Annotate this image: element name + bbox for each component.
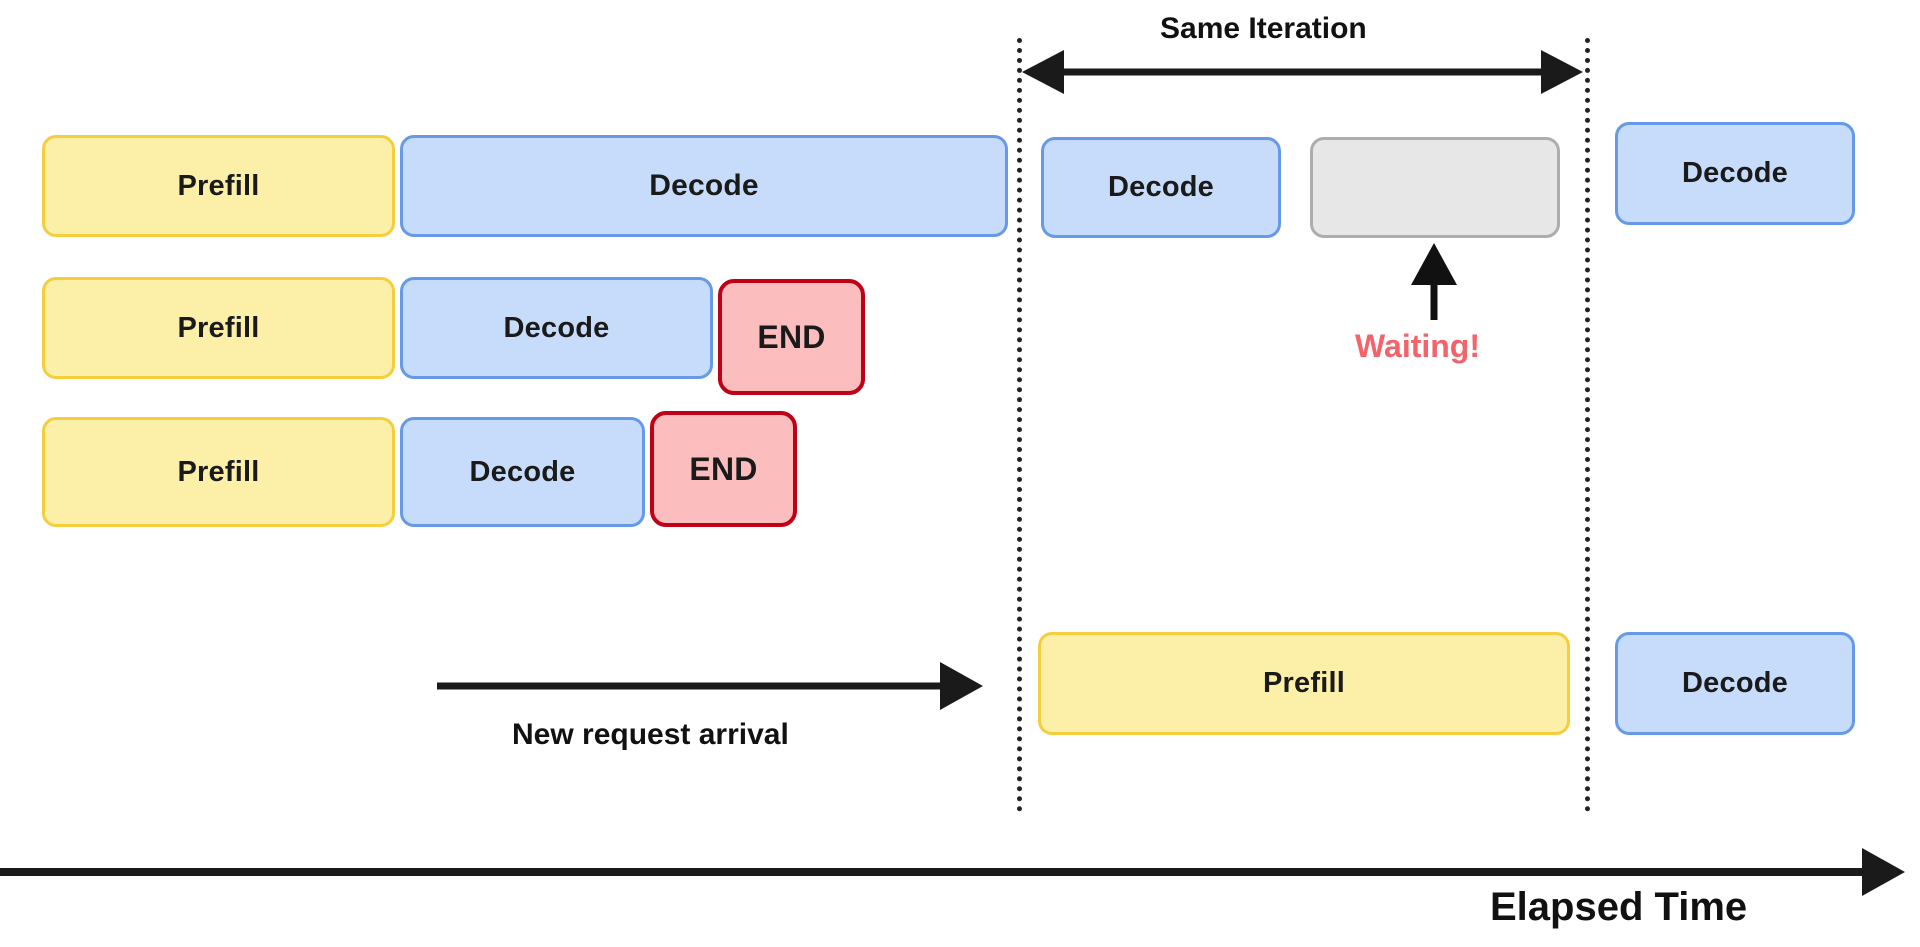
block-end-row2: END <box>718 279 865 395</box>
block-label: END <box>689 450 758 487</box>
new-request-arrival-arrow <box>437 662 983 710</box>
block-label: Decode <box>1682 667 1788 699</box>
block-end-row3: END <box>650 411 797 527</box>
block-label: Decode <box>503 311 610 344</box>
elapsed-time-label: Elapsed Time <box>1490 885 1748 929</box>
block-decode-row1-c: Decode <box>1615 122 1855 225</box>
block-decode-row1-a: Decode <box>400 135 1008 237</box>
block-label: END <box>757 318 826 355</box>
block-label: Prefill <box>177 169 260 202</box>
waiting-callout-arrow <box>1411 243 1457 320</box>
block-prefill-row2: Prefill <box>42 277 395 379</box>
same-iteration-arrow <box>1022 50 1583 94</box>
block-label: Prefill <box>1263 667 1345 699</box>
block-decode-row3: Decode <box>400 417 645 527</box>
iteration-end-dotted-line <box>1585 38 1590 812</box>
same-iteration-label: Same Iteration <box>1160 12 1367 45</box>
block-decode-row1-b: Decode <box>1041 137 1281 238</box>
block-prefill-row4: Prefill <box>1038 632 1570 735</box>
block-label: Decode <box>649 169 759 202</box>
block-label: Decode <box>1108 171 1214 203</box>
iteration-start-dotted-line <box>1017 38 1022 812</box>
block-waiting-row1 <box>1310 137 1560 238</box>
block-decode-row2: Decode <box>400 277 713 379</box>
block-prefill-row1: Prefill <box>42 135 395 237</box>
block-label: Decode <box>469 455 576 488</box>
waiting-label: Waiting! <box>1355 328 1480 364</box>
new-request-arrival-label: New request arrival <box>512 718 789 751</box>
block-prefill-row3: Prefill <box>42 417 395 527</box>
block-label: Decode <box>1682 157 1788 189</box>
block-label: Prefill <box>177 455 260 488</box>
block-decode-row4: Decode <box>1615 632 1855 735</box>
block-label: Prefill <box>177 311 260 344</box>
